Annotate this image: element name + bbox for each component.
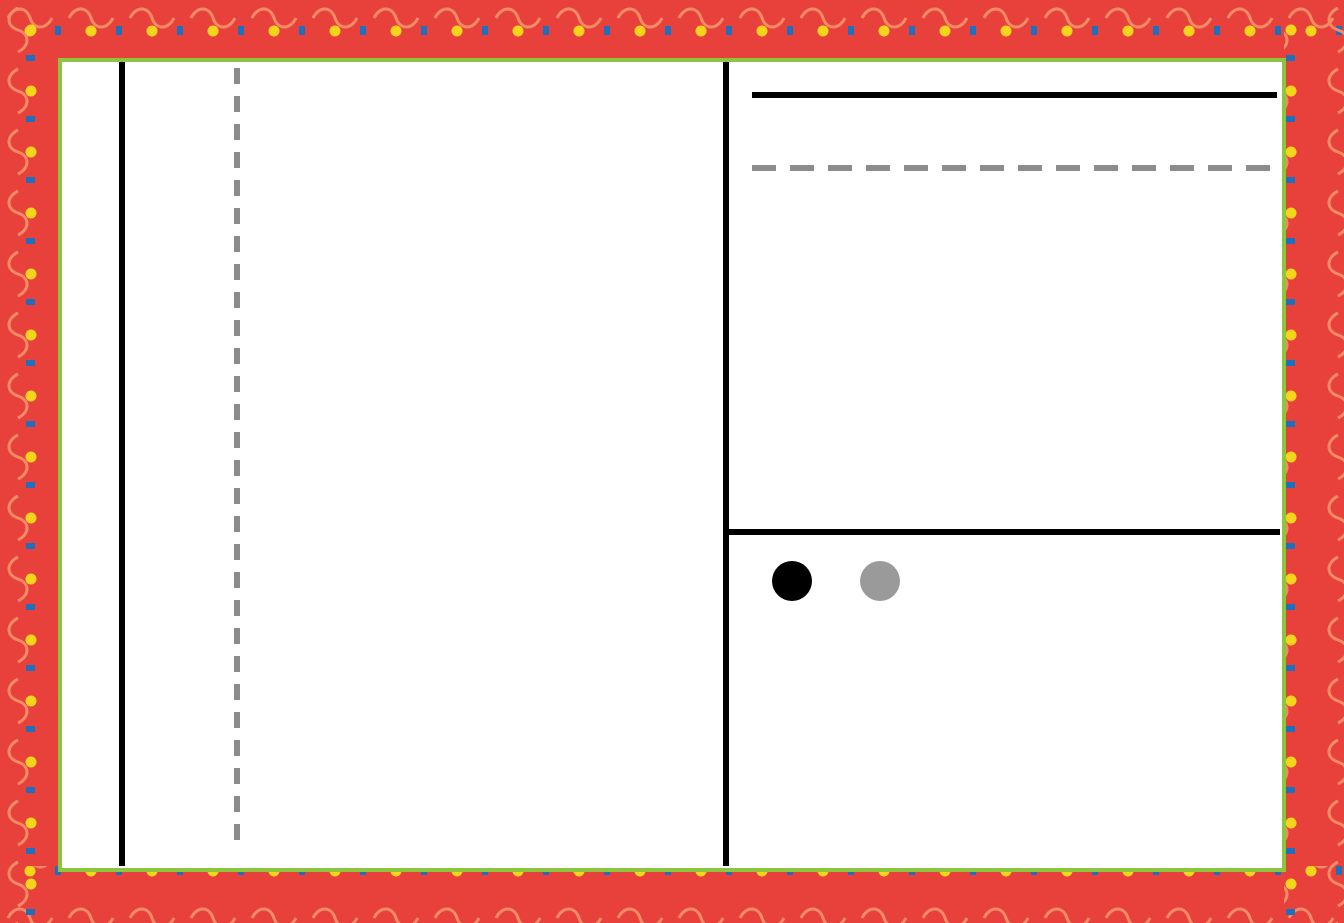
inner-panel: [60, 60, 1284, 870]
frame-top-band: [0, 0, 1344, 60]
frame-right-band: [1284, 0, 1344, 923]
marker-black-dot: [772, 561, 812, 601]
marker-gray-dot: [860, 561, 900, 601]
frame-left-band: [0, 0, 60, 923]
frame-bottom-band: [0, 866, 1344, 923]
